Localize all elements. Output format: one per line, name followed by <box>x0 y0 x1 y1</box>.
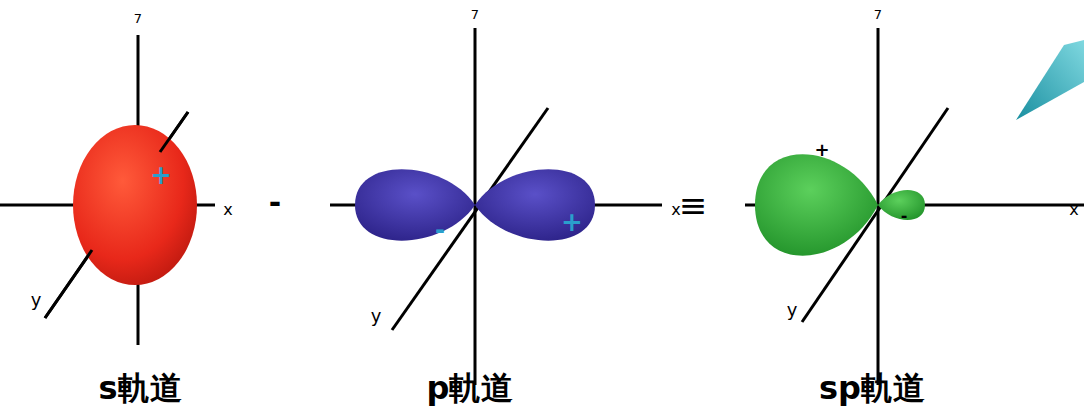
operator-sign: - <box>269 188 281 218</box>
axis-label: x <box>1069 202 1078 218</box>
p-orbital-lobe <box>475 169 595 240</box>
orbital-name: s軌道 <box>98 372 181 404</box>
orbital-name: p軌道 <box>427 372 514 404</box>
sign-label: + <box>561 209 583 235</box>
axis-label: x <box>223 202 232 218</box>
axis-label: y <box>371 307 382 325</box>
axis-label: y <box>787 301 798 319</box>
axis-label: 7 <box>134 12 142 25</box>
axis-label: y <box>31 291 42 309</box>
s-orbital <box>73 125 197 285</box>
sign-label: - <box>901 208 908 224</box>
operator-sign: ≡ <box>679 188 708 222</box>
sign-label: + <box>150 162 172 188</box>
sign-label: - <box>435 218 445 242</box>
axis-label: 7 <box>874 8 882 21</box>
orbital-name: sp軌道 <box>819 372 925 404</box>
axis-label: 7 <box>471 8 479 21</box>
axes <box>0 28 1084 385</box>
sp-orbital-lobe <box>755 154 878 255</box>
p-orbital-lobe <box>355 169 475 240</box>
sign-label: + <box>814 141 829 159</box>
callout-tail <box>1016 40 1084 120</box>
